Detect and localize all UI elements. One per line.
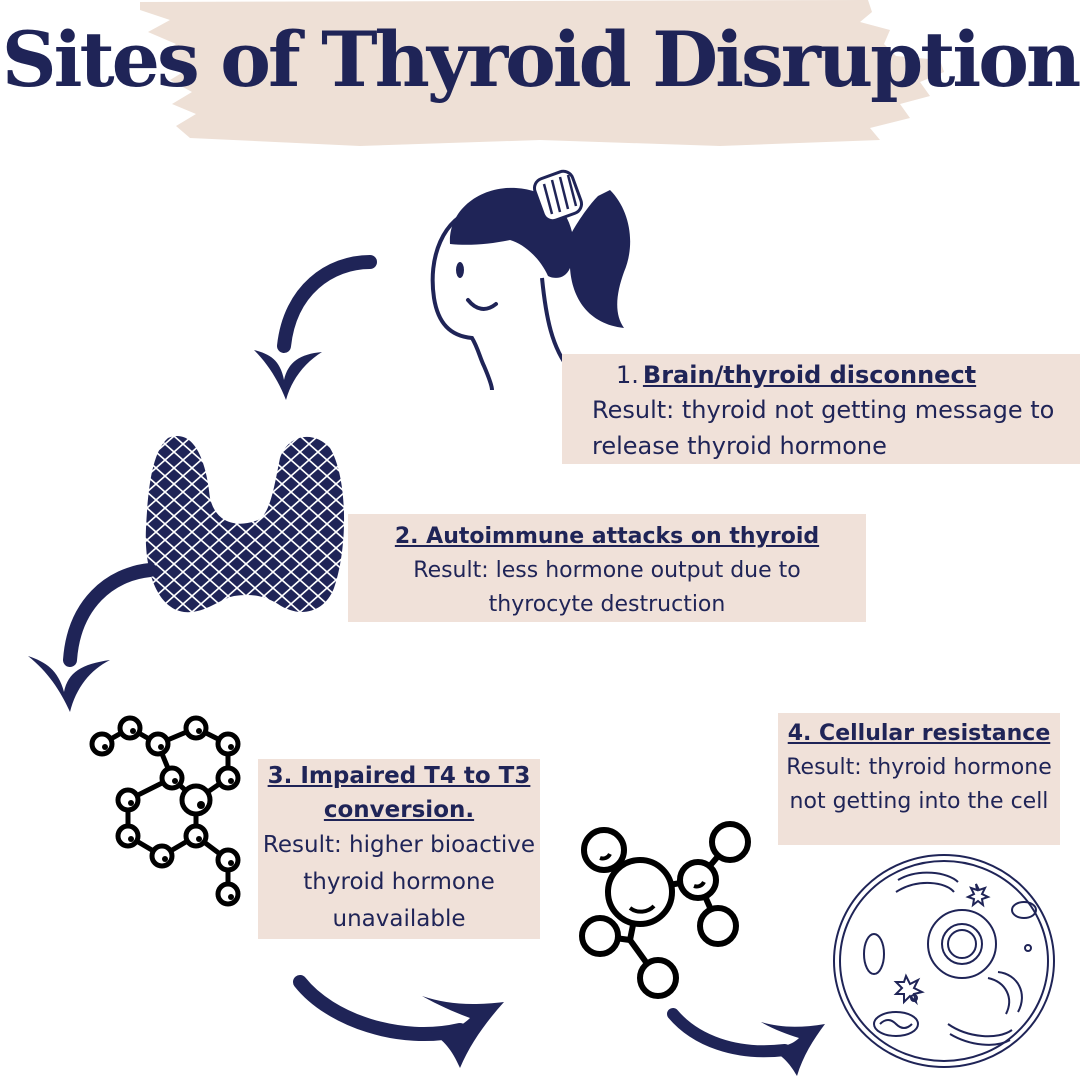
arrow-3-icon	[293, 975, 504, 1068]
molecule-chain-icon	[89, 715, 241, 907]
step-3-box: 3. Impaired T4 to T3 conversion. Result:…	[258, 759, 540, 939]
woman-head-icon	[430, 169, 631, 391]
step-1-heading: Brain/thyroid disconnect	[642, 361, 977, 389]
step-4-result-line-1: Result: thyroid hormone	[786, 755, 1052, 780]
step-4-heading: 4. Cellular resistance	[787, 721, 1051, 746]
arrow-1-icon	[254, 255, 377, 400]
step-3-heading-line-2: conversion.	[323, 797, 475, 823]
step-3-result-line-3: unavailable	[332, 906, 466, 932]
arrow-4-icon	[667, 1008, 825, 1076]
arrow-2-icon	[28, 563, 157, 712]
step-1-result: Result: thyroid not getting message to r…	[592, 396, 1055, 460]
step-4-result-line-2: not getting into the cell	[789, 789, 1049, 814]
molecule-cluster-icon	[579, 821, 751, 999]
step-2-result-line-1: Result: less hormone output due to	[413, 558, 801, 583]
step-2-heading: 2. Autoimmune attacks on thyroid	[394, 524, 820, 549]
step-2-result-line-2: thyrocyte destruction	[488, 592, 726, 617]
step-3-result-line-2: thyroid hormone	[303, 869, 495, 895]
thyroid-gland-icon	[145, 436, 345, 613]
step-2-box: 2. Autoimmune attacks on thyroid Result:…	[348, 514, 866, 622]
page-title: Sites of Thyroid Disruption	[1, 15, 1080, 104]
step-1-heading-row: 1.Brain/thyroid disconnect	[592, 358, 1080, 392]
step-4-box: 4. Cellular resistance Result: thyroid h…	[778, 713, 1060, 845]
title-brush-background	[140, 0, 944, 146]
step-1-box: 1.Brain/thyroid disconnect Result: thyro…	[562, 354, 1080, 464]
step-3-heading-line-1: 3. Impaired T4 to T3	[267, 763, 531, 789]
step-3-result-line-1: Result: higher bioactive	[262, 832, 536, 858]
step-1-number: 1.	[616, 361, 639, 389]
cell-icon	[833, 854, 1055, 1068]
